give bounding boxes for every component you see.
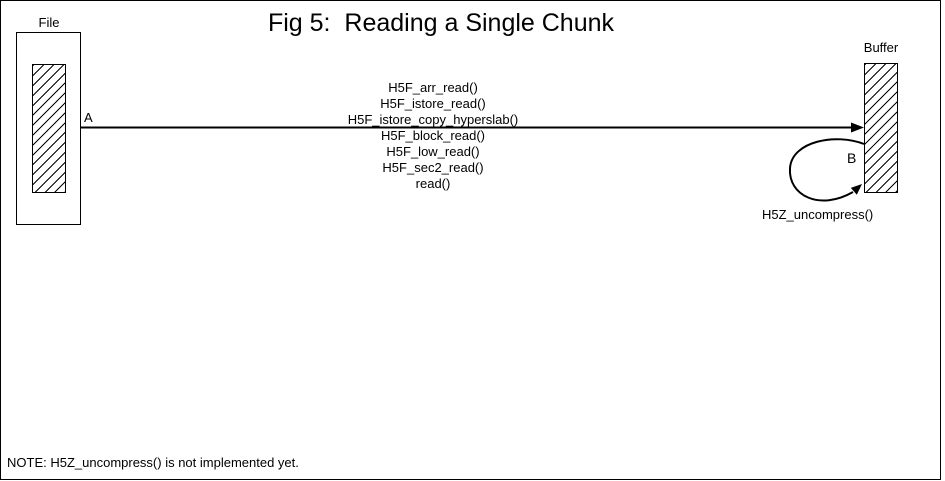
call-stack: H5F_arr_read() H5F_istore_read() H5F_ist… (348, 80, 519, 192)
call-stack-line: H5F_block_read() (380, 128, 486, 143)
buffer-label: Buffer (863, 40, 899, 55)
arrow-a-label: A (84, 110, 93, 125)
call-stack-line: H5F_istore_read() (380, 96, 486, 111)
call-stack-line: H5F_arr_read() (388, 80, 478, 95)
call-stack-line: H5F_istore_copy_hyperslab() (347, 112, 519, 127)
file-label: File (38, 15, 60, 30)
arrow-b-label: B (847, 150, 857, 166)
buffer-box (864, 63, 898, 193)
footnote: NOTE: H5Z_uncompress() is not implemente… (7, 455, 299, 470)
file-data-region (32, 64, 66, 193)
call-stack-line: read() (415, 176, 451, 191)
call-stack-line: H5F_low_read() (386, 144, 480, 159)
uncompress-caption: H5Z_uncompress() (762, 207, 874, 222)
figure-title: Fig 5: Reading a Single Chunk (267, 9, 615, 37)
call-stack-line: H5F_sec2_read() (382, 160, 484, 175)
